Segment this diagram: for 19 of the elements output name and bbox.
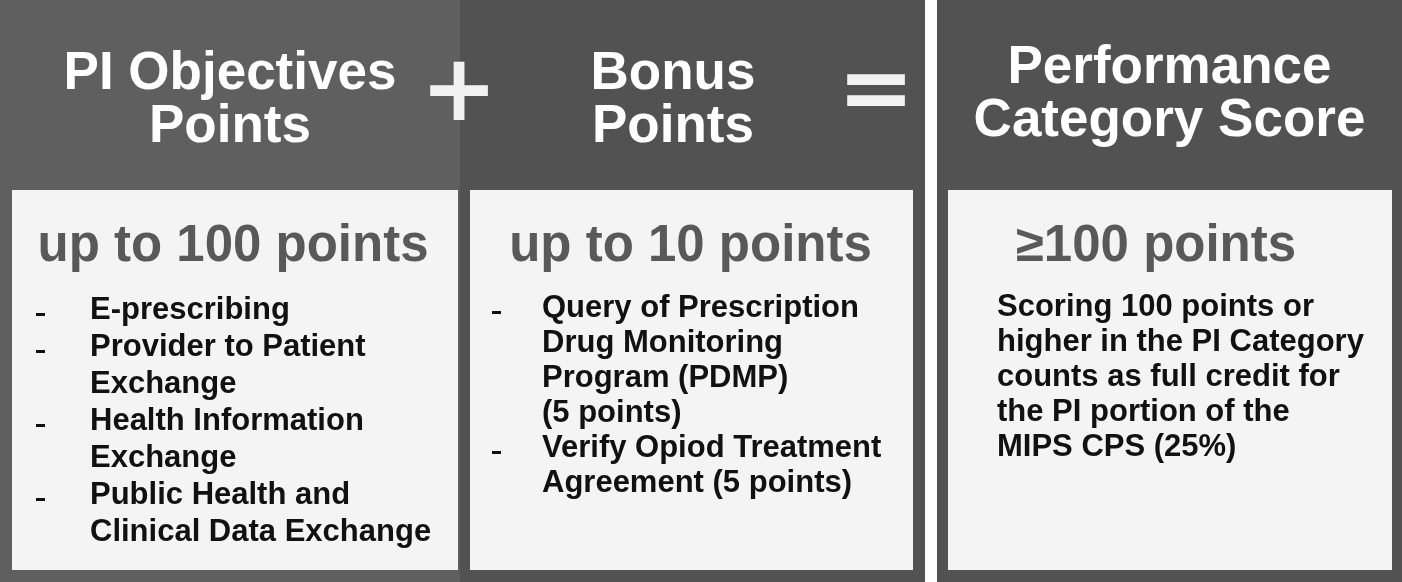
category-panel xyxy=(937,0,1402,582)
points-value: ≥100 points xyxy=(1015,215,1297,272)
panel-heading: Bonus Points xyxy=(590,41,756,153)
panel-heading: PI Objectives Points xyxy=(63,41,397,153)
description-text: Scoring 100 points or higher in the PI Category counts as full credit for the PI portion of the MIPS CPS (25%) xyxy=(997,288,1365,463)
panel-heading: Performance Category Score xyxy=(973,35,1366,147)
list-item: Verify Opiod Treatment Agreement (5 points) xyxy=(542,429,883,499)
points-value: up to 100 points xyxy=(37,215,429,272)
score-card xyxy=(470,190,913,570)
list-item: E-prescribing xyxy=(90,290,291,327)
list-item: Query of Prescription Drug Monitoring Program (PDMP) (5 points) xyxy=(542,289,860,429)
list-item: Provider to Patient Exchange xyxy=(90,327,367,401)
points-value: up to 10 points xyxy=(509,215,872,272)
list-item: Public Health and Clinical Data Exchange xyxy=(90,475,433,549)
plus-sign: + xyxy=(420,43,498,135)
score-card xyxy=(12,190,458,570)
equals-sign: = xyxy=(837,42,915,134)
score-card xyxy=(948,190,1392,570)
list-item: Health Information Exchange xyxy=(90,401,365,475)
